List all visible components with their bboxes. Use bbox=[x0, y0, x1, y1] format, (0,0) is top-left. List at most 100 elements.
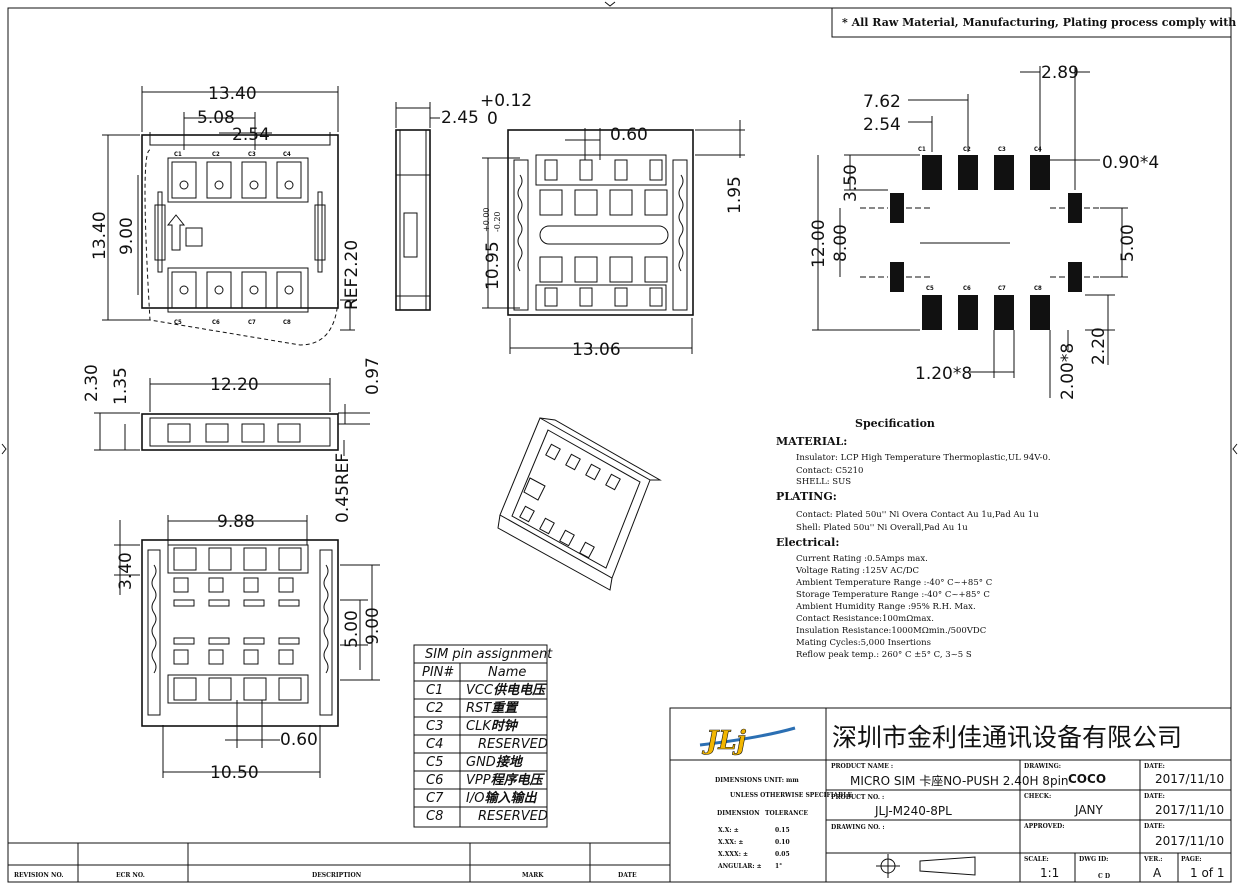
svg-text:C8: C8 bbox=[283, 319, 291, 326]
svg-text:A: A bbox=[1153, 866, 1162, 880]
svg-text:1 of 1: 1 of 1 bbox=[1190, 866, 1224, 880]
title-block: JLj 深圳市金利佳通讯设备有限公司 DIMENSIONS UNIT: mm U… bbox=[669, 707, 1232, 883]
svg-text:CHECK:: CHECK: bbox=[1024, 793, 1051, 800]
svg-text:2.54: 2.54 bbox=[232, 125, 270, 145]
svg-text:5.00: 5.00 bbox=[342, 610, 362, 648]
svg-text:C4: C4 bbox=[1034, 146, 1042, 153]
svg-text:C6: C6 bbox=[212, 319, 220, 326]
middle-top-view: 0.60 1.95 10.95 +0.00 -0.20 13.06 bbox=[482, 120, 745, 360]
svg-text:8.00: 8.00 bbox=[831, 224, 851, 262]
svg-text:DIMENSION: DIMENSION bbox=[717, 810, 760, 817]
bottom-view: 9.88 3.40 5.00 9.00 0.60 10.50 bbox=[114, 512, 383, 783]
svg-text:2017/11/10: 2017/11/10 bbox=[1155, 834, 1224, 848]
svg-text:DRAWING:: DRAWING: bbox=[1024, 763, 1061, 770]
svg-text:Contact: C5210: Contact: C5210 bbox=[796, 466, 863, 476]
svg-text:C8: C8 bbox=[1034, 285, 1042, 292]
pin-row-id: C5 bbox=[426, 755, 443, 770]
pin-row-name: RESERVED bbox=[478, 737, 548, 752]
svg-text:C2: C2 bbox=[212, 151, 220, 158]
svg-text:C D: C D bbox=[1098, 873, 1110, 880]
svg-text:13.06: 13.06 bbox=[572, 340, 621, 360]
svg-text:SCALE:: SCALE: bbox=[1024, 856, 1049, 863]
pin-row-id: C1 bbox=[426, 683, 443, 698]
pin-row-name: RESERVED bbox=[478, 809, 548, 824]
svg-text:13.40: 13.40 bbox=[90, 211, 110, 260]
side-view: 2.45 +0.12 0 bbox=[395, 91, 532, 311]
svg-text:PIN#: PIN# bbox=[422, 665, 454, 680]
svg-text:C5: C5 bbox=[926, 285, 934, 292]
dim-13-40-top: 13.40 bbox=[208, 84, 257, 104]
svg-text:2.54: 2.54 bbox=[863, 115, 901, 135]
svg-text:2.00*8: 2.00*8 bbox=[1058, 343, 1078, 400]
company-name: 深圳市金利佳通讯设备有限公司 bbox=[832, 723, 1182, 752]
pin-row-name: RST重置 bbox=[466, 700, 519, 716]
svg-text:Current Rating :0.5Amps max.: Current Rating :0.5Amps max. bbox=[796, 554, 928, 564]
svg-text:MARK: MARK bbox=[522, 872, 544, 879]
svg-text:DATE: DATE bbox=[618, 872, 637, 879]
svg-text:C4: C4 bbox=[283, 151, 291, 158]
top-view: C1 C2 C3 C4 C5 C6 C7 C8 13.40 5.08 2.54 … bbox=[90, 84, 362, 346]
tol-key: X.XX: ± bbox=[718, 839, 743, 846]
svg-text:5.08: 5.08 bbox=[197, 108, 235, 128]
pin-row-name: CLK时钟 bbox=[466, 718, 519, 734]
svg-text:3.50: 3.50 bbox=[841, 164, 861, 202]
svg-text:C5: C5 bbox=[174, 319, 182, 326]
svg-text:0.60: 0.60 bbox=[280, 730, 318, 750]
pin-table-title: SIM pin assignment bbox=[425, 647, 553, 662]
svg-text:DESCRIPTION: DESCRIPTION bbox=[312, 872, 362, 879]
pcb-pads-side bbox=[890, 193, 1082, 292]
svg-text:0.45REF: 0.45REF bbox=[333, 453, 353, 523]
svg-text:Ambient Temperature Range :-40: Ambient Temperature Range :-40° C~+85° C bbox=[795, 578, 992, 588]
tol-value: 1° bbox=[775, 863, 782, 870]
drawing-border bbox=[7, 7, 1232, 883]
svg-text:REF2.20: REF2.20 bbox=[342, 240, 362, 310]
svg-text:DATE:: DATE: bbox=[1144, 793, 1165, 800]
rohs-note: * All Raw Material, Manufacturing, Plati… bbox=[842, 16, 1239, 29]
svg-text:7.62: 7.62 bbox=[863, 92, 901, 112]
svg-text:2017/11/10: 2017/11/10 bbox=[1155, 772, 1224, 786]
svg-text:DATE:: DATE: bbox=[1144, 823, 1165, 830]
svg-text:COCO: COCO bbox=[1068, 772, 1106, 786]
svg-text:Storage Temperature Range :-40: Storage Temperature Range :-40° C~+85° C bbox=[796, 590, 990, 600]
svg-text:VER.:: VER.: bbox=[1143, 856, 1163, 863]
svg-text:Electrical:: Electrical: bbox=[776, 536, 839, 549]
tol-key: ANGULAR: ± bbox=[717, 863, 762, 870]
svg-text:PRODUCT NAME :: PRODUCT NAME : bbox=[831, 763, 893, 770]
svg-text:Mating Cycles:5,000 Insertions: Mating Cycles:5,000 Insertions bbox=[796, 638, 931, 648]
svg-text:ECR NO.: ECR NO. bbox=[116, 872, 145, 879]
svg-text:PRODUCT NO. :: PRODUCT NO. : bbox=[831, 794, 884, 801]
svg-text:2.30: 2.30 bbox=[82, 364, 102, 402]
tol-key: X.X: ± bbox=[718, 827, 739, 834]
svg-text:0: 0 bbox=[487, 109, 498, 129]
pin-row-name: VCC供电电压 bbox=[466, 682, 548, 698]
top-contacts-row1 bbox=[171, 161, 302, 199]
svg-text:DWG ID:: DWG ID: bbox=[1079, 856, 1108, 863]
jlj-logo: JLj bbox=[701, 726, 747, 756]
svg-text:1.35: 1.35 bbox=[111, 367, 131, 405]
spec-title: Specification bbox=[855, 417, 935, 430]
svg-text:Contact: Plated 50u'' Ni Overa: Contact: Plated 50u'' Ni Overa Contact A… bbox=[796, 510, 1039, 520]
svg-text:UNLESS OTHERWISE SPECIFIABLE: UNLESS OTHERWISE SPECIFIABLE bbox=[730, 792, 852, 799]
tol-value: 0.05 bbox=[775, 851, 790, 858]
top-c1: C1 bbox=[174, 151, 182, 158]
svg-text:MICRO SIM 卡座NO-PUSH 2.40H 8pin: MICRO SIM 卡座NO-PUSH 2.40H 8pin bbox=[850, 773, 1069, 788]
front-view: 12.20 2.30 1.35 0.97 0.45REF bbox=[82, 357, 383, 523]
svg-text:Contact Resistance:100mΩmax.: Contact Resistance:100mΩmax. bbox=[796, 614, 934, 624]
svg-text:-0.20: -0.20 bbox=[493, 211, 502, 232]
pcb-pads-bottom bbox=[922, 295, 1050, 330]
svg-text:+0.12: +0.12 bbox=[480, 91, 532, 111]
svg-text:DATE:: DATE: bbox=[1144, 763, 1165, 770]
svg-text:Name: Name bbox=[488, 665, 526, 680]
revision-table: REVISION NO. ECR NO. DESCRIPTION MARK DA… bbox=[8, 842, 670, 882]
pin-row-name: I/O输入输出 bbox=[466, 790, 537, 806]
svg-text:12.20: 12.20 bbox=[210, 375, 259, 395]
rohs-note-box bbox=[831, 7, 1232, 38]
svg-text:5.00: 5.00 bbox=[1118, 224, 1138, 262]
svg-text:SHELL: SUS: SHELL: SUS bbox=[796, 477, 851, 487]
pin-row-id: C7 bbox=[426, 791, 444, 806]
svg-text:Shell: Plated 50u'' Ni Overall: Shell: Plated 50u'' Ni Overall,Pad Au 1u bbox=[796, 523, 968, 533]
pin-row-id: C6 bbox=[426, 773, 443, 788]
svg-text:9.88: 9.88 bbox=[217, 512, 255, 532]
svg-text:10.50: 10.50 bbox=[210, 763, 259, 783]
